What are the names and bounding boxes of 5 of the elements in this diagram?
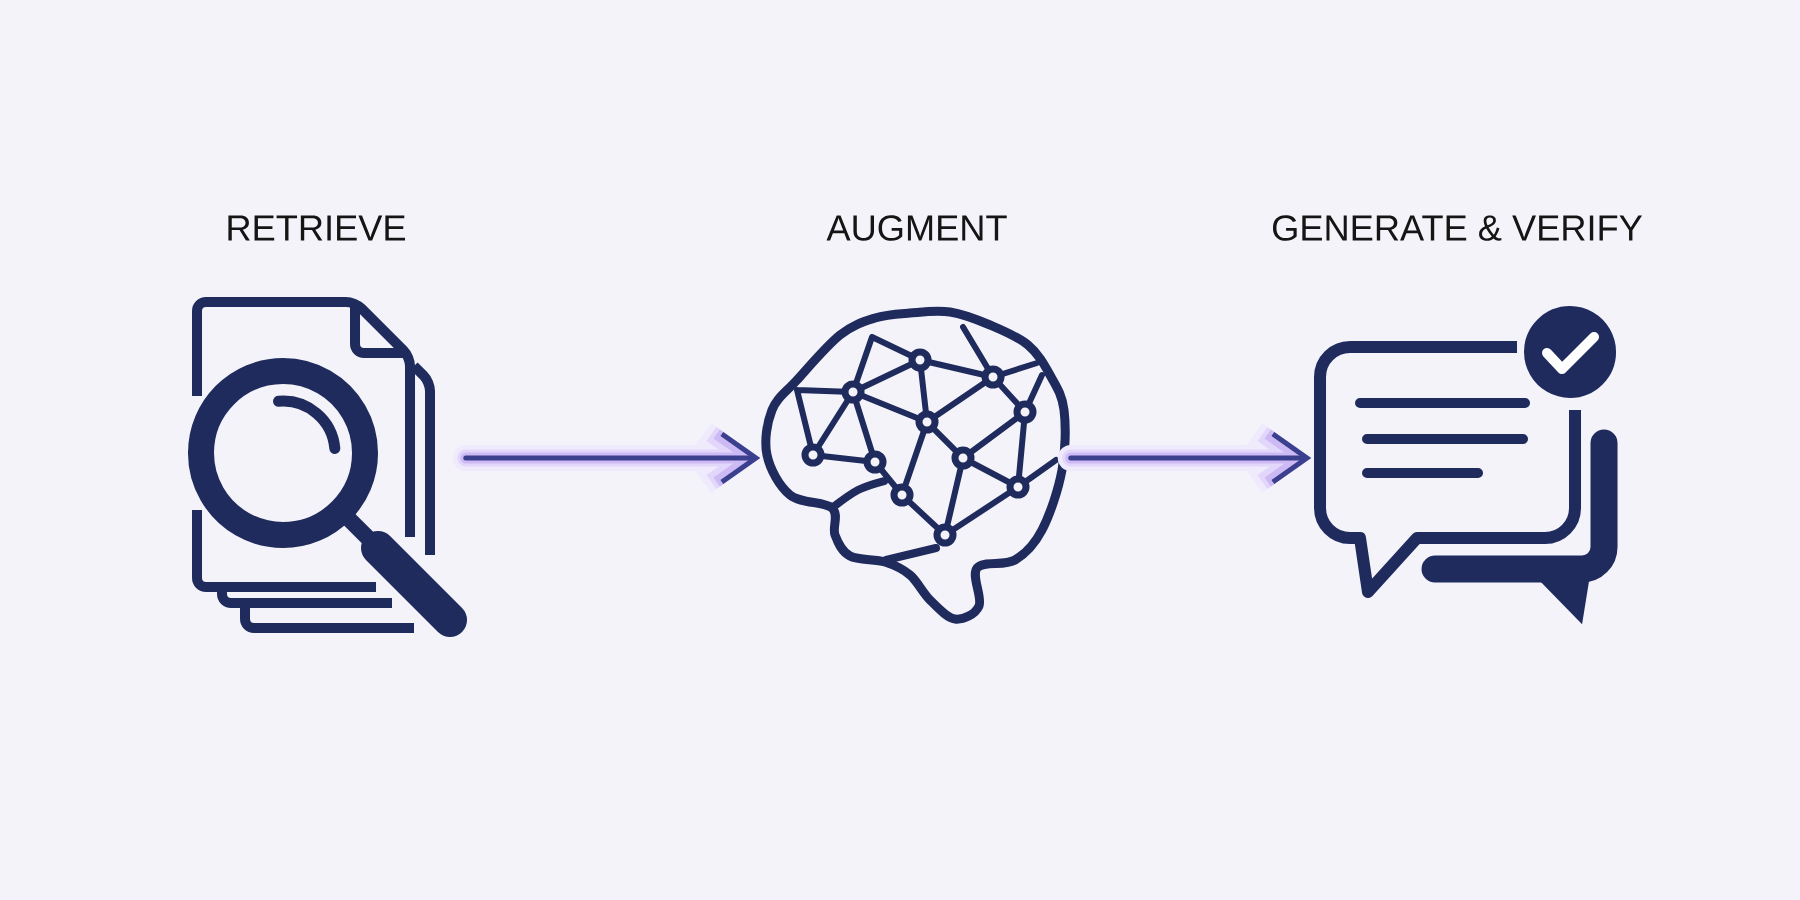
step-heading: AUGMENT — [826, 215, 1007, 241]
step-heading: RETRIEVE — [228, 215, 406, 241]
arrow — [1057, 423, 1312, 493]
arrow — [452, 423, 761, 493]
step-heading: GENERATE & VERIFY — [1273, 215, 1643, 241]
